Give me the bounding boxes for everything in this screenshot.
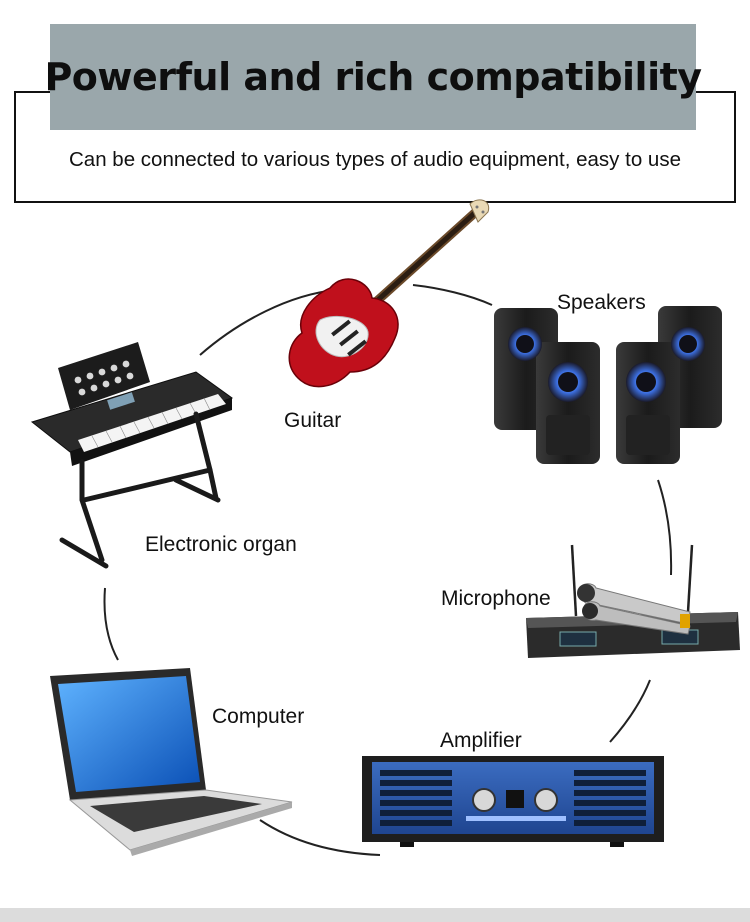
electronic-organ-label: Electronic organ — [145, 533, 297, 556]
arc-organ-guitar — [199, 289, 336, 356]
keyboard-icon — [30, 342, 234, 569]
arc-speakers-microphone — [657, 479, 673, 576]
guitar-icon — [288, 199, 490, 388]
amplifier-label: Amplifier — [440, 729, 522, 752]
laptop-icon — [50, 668, 293, 856]
speakers-label: Speakers — [557, 291, 646, 314]
bottom-strip — [0, 908, 750, 922]
speakers-icon — [494, 306, 722, 464]
connection-arcs — [103, 284, 673, 856]
computer-label: Computer — [212, 705, 305, 728]
microphone-label: Microphone — [441, 587, 551, 610]
microphone-receiver-icon — [526, 544, 740, 658]
arc-guitar-speakers — [412, 284, 493, 306]
page-title: Powerful and rich compatibility — [44, 55, 702, 99]
title-bar: Powerful and rich compatibility — [44, 24, 702, 130]
guitar-label: Guitar — [284, 409, 342, 432]
arc-microphone-amplifier — [609, 679, 651, 743]
arc-computer-organ — [103, 587, 119, 661]
amplifier-icon — [362, 756, 664, 847]
page-subtitle: Can be connected to various types of aud… — [69, 148, 681, 171]
arc-amplifier-computer — [259, 819, 381, 856]
